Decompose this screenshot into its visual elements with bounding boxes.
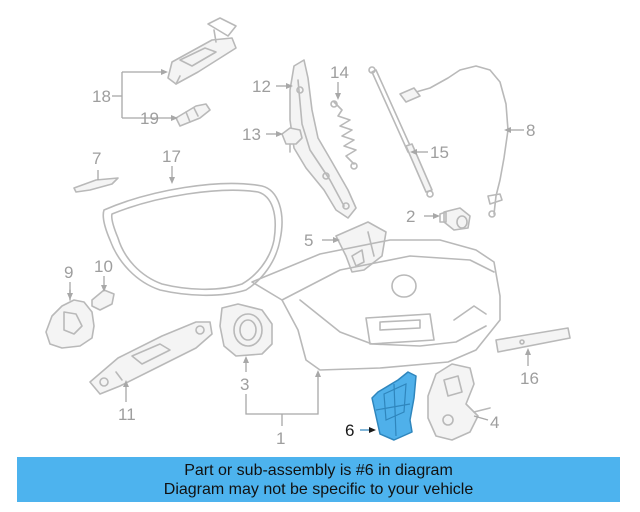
part-2-lock-cylinder (439, 207, 471, 231)
banner-line-part-number: Part or sub-assembly is #6 in diagram (184, 462, 453, 479)
part-19-bulb (175, 103, 211, 127)
info-banner: Part or sub-assembly is #6 in diagram Di… (17, 457, 620, 502)
callout-12: 12 (252, 77, 271, 96)
part-5-striker (335, 221, 387, 273)
part-7-emblem (73, 177, 119, 193)
callout-15: 15 (430, 143, 449, 162)
part-10-bracket (91, 289, 115, 311)
banner-line-disclaimer: Diagram may not be specific to your vehi… (163, 481, 474, 498)
part-17-weatherstrip (102, 182, 283, 297)
callout-3: 3 (240, 375, 249, 394)
callout-13: 13 (242, 125, 261, 144)
part-18-handle-assembly (167, 17, 237, 85)
part-1-trunk-lid (251, 239, 501, 371)
callout-16: 16 (520, 369, 539, 388)
part-14-spring (330, 100, 358, 170)
callout-1: 1 (276, 429, 285, 448)
callout-9: 9 (64, 263, 73, 282)
callout-14: 14 (330, 63, 349, 82)
callout-8: 8 (526, 121, 535, 140)
part-8-cable (399, 65, 509, 218)
part-3-lamp-housing (219, 303, 273, 357)
part-4-latch-mechanism (427, 363, 491, 441)
callout-4: 4 (490, 413, 499, 432)
callout-2: 2 (406, 207, 415, 226)
part-15-strut (368, 66, 434, 198)
part-16-trim-strip (495, 327, 571, 353)
part-13-stopper (281, 127, 303, 153)
callout-17: 17 (162, 147, 181, 166)
callout-11: 11 (118, 405, 136, 424)
part-6-highlighted-cover (371, 371, 417, 441)
callout-10: 10 (94, 257, 113, 276)
callout-19: 19 (140, 109, 159, 128)
callout-18: 18 (92, 87, 111, 106)
part-11-garnish (89, 321, 213, 395)
callout-7: 7 (92, 149, 101, 168)
callout-6-highlighted: 6 (345, 421, 354, 440)
callout-5: 5 (304, 231, 313, 250)
